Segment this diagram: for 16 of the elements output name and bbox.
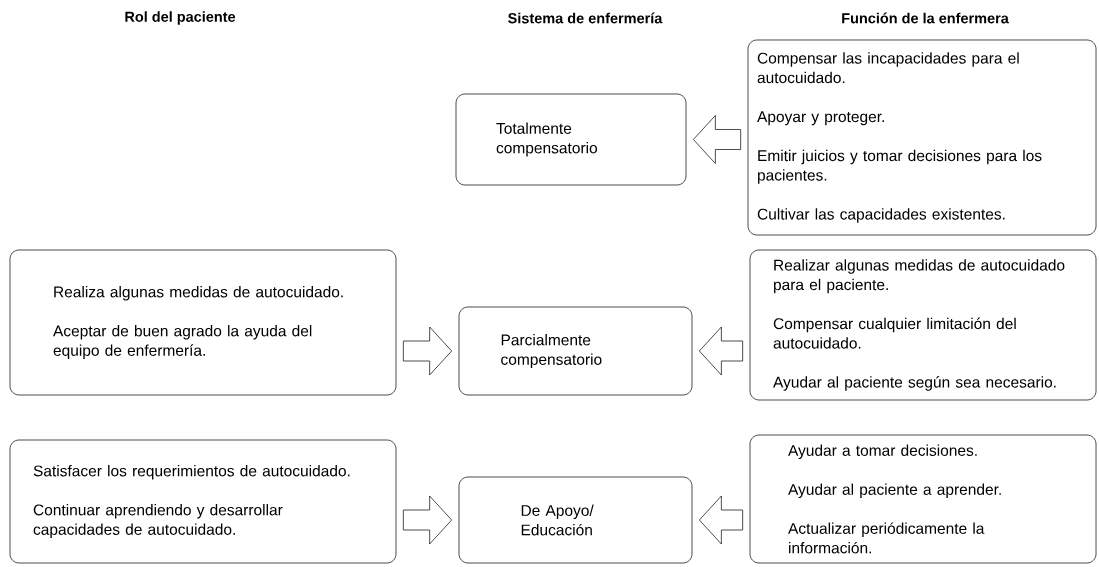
block-arrow bbox=[403, 326, 452, 376]
system-box: Parcialmente compensatorio bbox=[458, 306, 693, 396]
system-box: Totalmente compensatorio bbox=[455, 93, 687, 186]
block-arrow bbox=[693, 115, 741, 164]
text-box: Realizar algunas medidas de autocuidado para el paciente. Compensar cualquier limitación del autocuidado. Ayudar al paciente según sea necesario. bbox=[749, 249, 1097, 401]
column-heading: Sistema de enfermería bbox=[508, 12, 663, 24]
text-box: Compensar las incapacidades para el autocuidado. Apoyar y proteger. Emitir juicios y tomar decisiones para los pacientes. Cultivar las capacidades existentes. bbox=[747, 39, 1097, 236]
text-box: Realiza algunas medidas de autocuidado. Aceptar de buen agrado la ayuda del equipo de enfermería. bbox=[9, 249, 397, 396]
block-arrow bbox=[699, 495, 743, 545]
text-box: Satisfacer los requerimientos de autocuidado. Continuar aprendiendo y desarrollar capacidades de autocuidado. bbox=[9, 439, 397, 564]
text-box: Ayudar a tomar decisiones. Ayudar al paciente a aprender. Actualizar periódicamente la información. bbox=[749, 434, 1097, 564]
block-arrow bbox=[403, 495, 452, 545]
system-box: De Apoyo/ Educación bbox=[458, 476, 693, 564]
column-heading: Función de la enfermera bbox=[842, 12, 1009, 24]
block-arrow bbox=[699, 326, 743, 376]
column-heading: Rol del paciente bbox=[125, 11, 236, 25]
